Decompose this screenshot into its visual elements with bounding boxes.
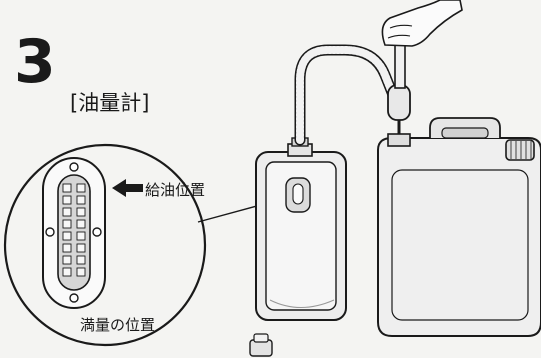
jerry-can: [377, 117, 541, 337]
gauge-float-grid: [62, 183, 86, 277]
arrow-left-icon: [112, 179, 143, 197]
fill-position-label: 給油位置: [145, 181, 205, 199]
tank-cap: [249, 333, 273, 357]
pump-icon: [387, 31, 411, 148]
gauge-magnifier: 給油位置 満量の位置: [3, 143, 207, 347]
jerry-can-cap: [505, 139, 535, 161]
heater-tank: [255, 137, 347, 321]
hose: [294, 44, 401, 146]
full-level-label: 満量の位置: [80, 316, 155, 334]
step-number: 3: [14, 27, 56, 97]
section-title: [油量計]: [70, 91, 149, 115]
hand-icon: [381, 0, 463, 47]
